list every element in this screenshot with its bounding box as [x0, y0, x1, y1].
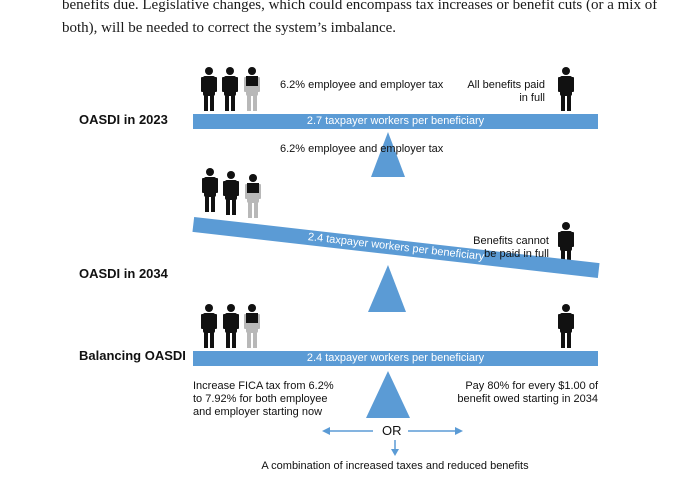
- tax-label-2023-below: 6.2% employee and employer tax: [280, 143, 444, 155]
- beam-2023: 2.7 taxpayer workers per beneficiary: [193, 114, 598, 129]
- heading-2034: OASDI in 2034: [79, 266, 168, 281]
- heading-2023: OASDI in 2023: [79, 112, 168, 127]
- intro-paragraph: benefits due. Legislative changes, which…: [62, 0, 658, 36]
- tax-label-2023: 6.2% employee and employer tax: [280, 79, 444, 91]
- person-icon: [201, 304, 217, 348]
- fulcrum-2023: [371, 132, 405, 177]
- person-icon: [558, 67, 574, 111]
- person-icon: [245, 174, 261, 218]
- person-icon: [223, 171, 239, 215]
- fulcrum-balancing: [366, 371, 410, 418]
- or-label: OR: [382, 423, 402, 438]
- person-icon: [223, 304, 239, 348]
- tax-option-label: Increase FICA tax from 6.2% to 7.92% for…: [193, 380, 334, 418]
- benefit-option-label: Pay 80% for every $1.00 of benefit owed …: [457, 380, 598, 405]
- benefit-label-2034: Benefits cannot be paid in full: [473, 235, 549, 260]
- person-icon: [558, 304, 574, 348]
- combination-label: A combination of increased taxes and red…: [261, 460, 529, 472]
- person-icon: [201, 67, 217, 111]
- person-icon: [202, 168, 218, 212]
- benefit-label-2023: All benefits paid in full: [467, 79, 545, 104]
- beam-balancing: 2.4 taxpayer workers per beneficiary: [193, 351, 598, 366]
- person-icon: [244, 67, 260, 111]
- person-icon: [244, 304, 260, 348]
- fulcrum-2034: [368, 265, 406, 312]
- person-icon: [222, 67, 238, 111]
- heading-balancing: Balancing OASDI: [79, 348, 186, 363]
